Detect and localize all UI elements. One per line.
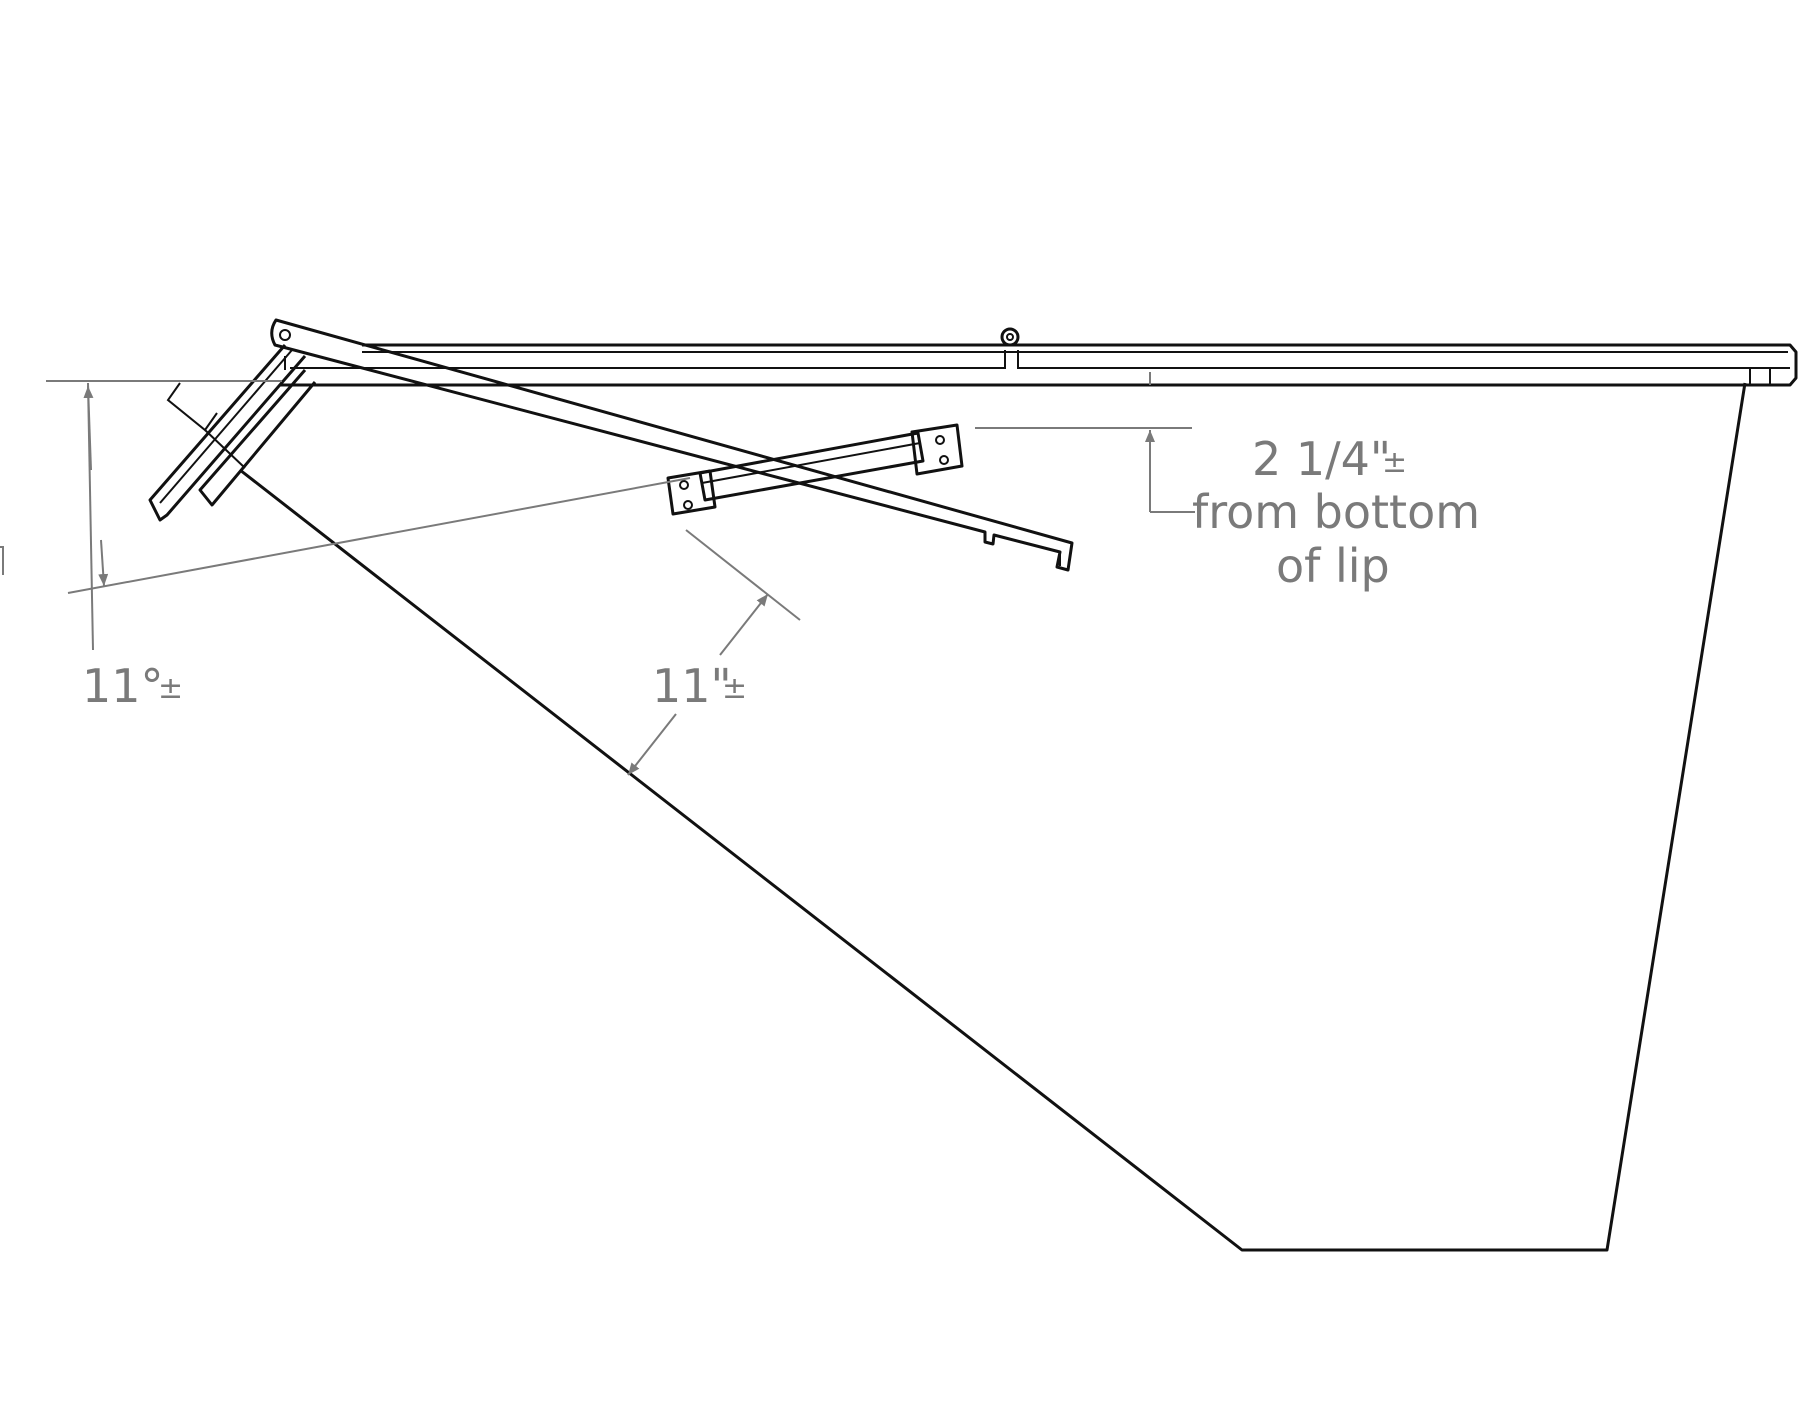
hopper-body (239, 382, 1747, 1252)
bracket-distance-value: 11" (652, 659, 732, 713)
support-arm (270, 318, 1074, 572)
bracket-distance-tolerance: ± (722, 671, 747, 706)
cross-brace (666, 423, 964, 516)
lip-offset-dimension (975, 372, 1195, 513)
lip-offset-line3: of lip (1276, 539, 1390, 593)
lip-offset-tolerance: ± (1382, 445, 1407, 480)
handle-knob-icon (1000, 327, 1020, 347)
lip-offset-line2: from bottom (1192, 485, 1480, 539)
lid-rail (280, 343, 1798, 387)
angle-dimension (0, 380, 691, 651)
angle-tolerance: ± (158, 671, 183, 706)
angle-value: 11° (82, 659, 164, 713)
left-bracket (148, 344, 317, 522)
bracket-distance-dimension (627, 529, 801, 776)
lip-offset-value: 2 1/4" (1252, 432, 1391, 486)
